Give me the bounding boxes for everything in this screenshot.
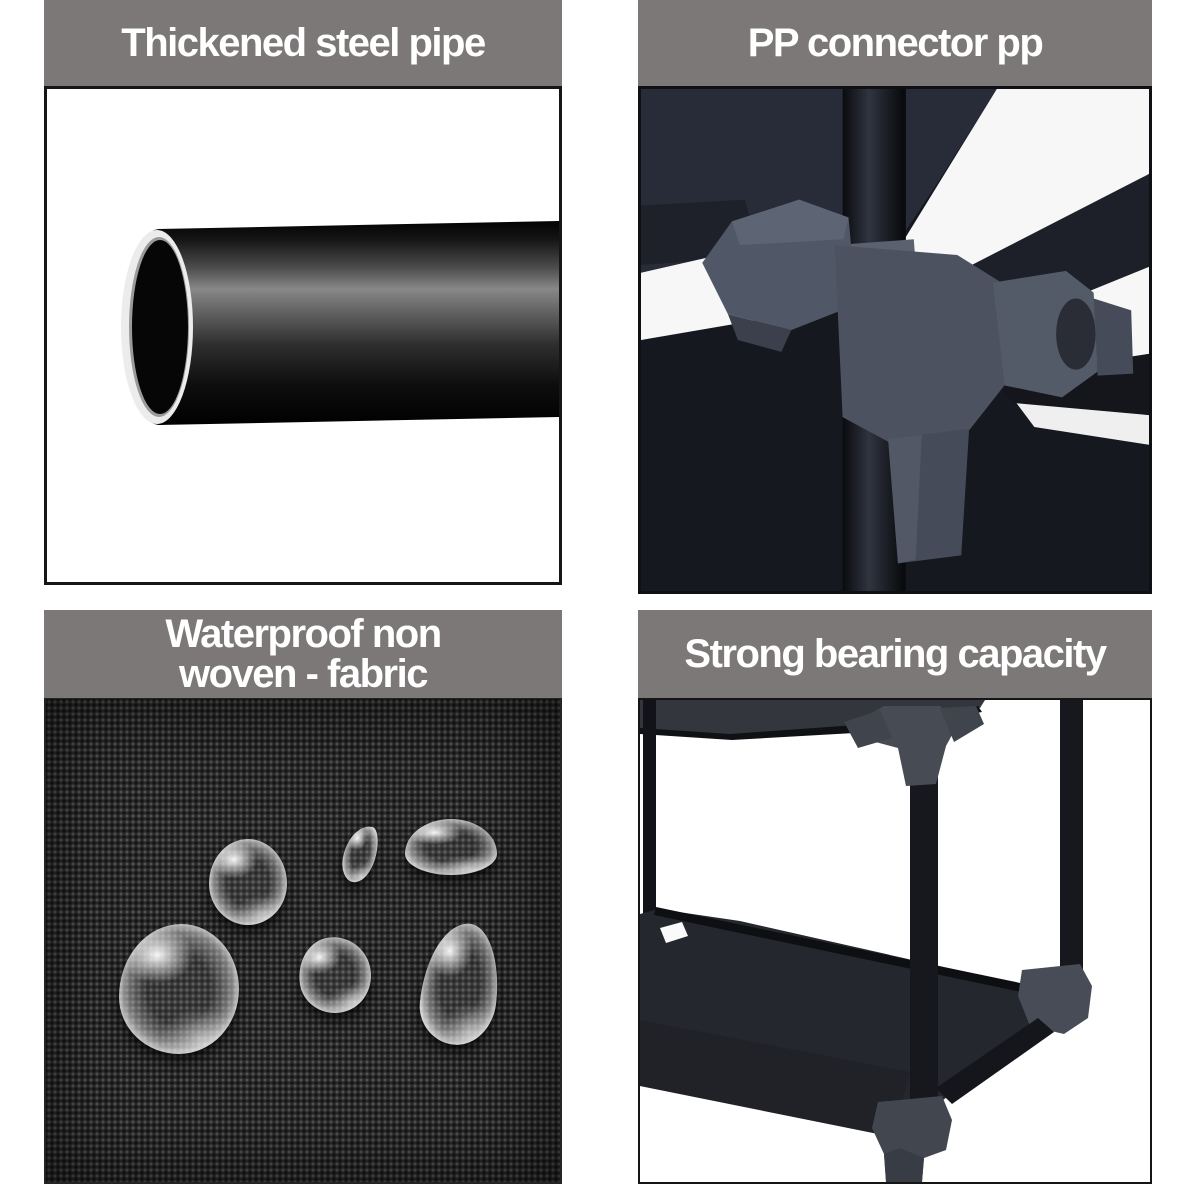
steel-pipe-illustration bbox=[121, 221, 559, 425]
pp-connector-illustration bbox=[641, 89, 1149, 591]
connector-left-collar-facet bbox=[731, 199, 849, 246]
connector-left-collar-notch bbox=[727, 314, 792, 352]
top-connector-right-arm bbox=[940, 706, 984, 742]
diagonal-bar bbox=[936, 1018, 1054, 1104]
panel-title-bearing-capacity: Strong bearing capacity bbox=[638, 610, 1152, 698]
bottom-shelf-front-rail bbox=[654, 907, 1054, 998]
water-droplet-flat bbox=[405, 819, 497, 875]
panel-title-steel-pipe: Thickened steel pipe bbox=[44, 0, 562, 86]
shelf-handle-slit bbox=[660, 922, 688, 943]
bearing-capacity-photo bbox=[638, 698, 1152, 1184]
water-droplet-pear bbox=[415, 919, 505, 1049]
steel-pipe-photo bbox=[44, 86, 562, 585]
panel-title-waterproof-fabric: Waterproof non woven - fabric bbox=[44, 610, 562, 698]
right-pipe bbox=[1060, 700, 1083, 982]
connector-bottom-leg-highlight bbox=[888, 434, 922, 564]
top-connector bbox=[866, 706, 958, 786]
top-connector-left-arm bbox=[844, 710, 892, 748]
pipe-bore bbox=[132, 240, 188, 414]
pp-connector-photo bbox=[638, 86, 1152, 594]
pipe-body bbox=[158, 221, 559, 425]
light-gap-top-right bbox=[895, 89, 1149, 292]
water-droplet-round bbox=[209, 839, 287, 925]
waterproof-fabric-photo bbox=[44, 698, 562, 1184]
light-gap-lower-right bbox=[1016, 403, 1149, 445]
bottom-shelf-shade bbox=[640, 1020, 910, 1137]
water-droplet-large bbox=[119, 924, 239, 1054]
water-droplet-medium bbox=[294, 932, 376, 1018]
bottom-connector-shade bbox=[884, 1148, 924, 1182]
connector-right-ring bbox=[1093, 298, 1134, 376]
rack-frame-illustration bbox=[640, 700, 1150, 1182]
connector-body bbox=[834, 245, 1011, 443]
left-pipe bbox=[643, 700, 656, 914]
connector-right-opening bbox=[1056, 298, 1096, 370]
water-droplet-small bbox=[338, 822, 382, 886]
right-connector bbox=[1018, 964, 1092, 1034]
panel-title-pp-connector: PP connector pp bbox=[638, 0, 1152, 86]
